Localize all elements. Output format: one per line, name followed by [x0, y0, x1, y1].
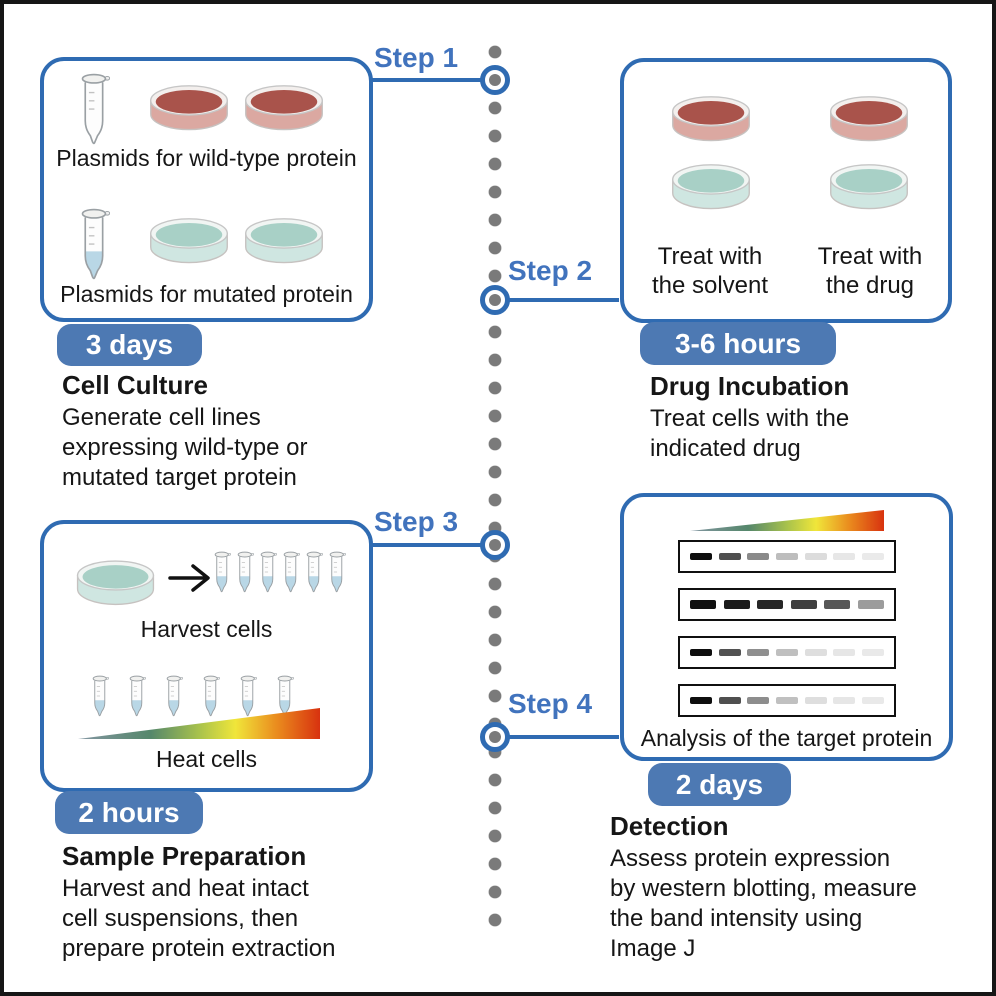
small-tube-icon [164, 665, 183, 727]
treat-drug-label: Treat with the drug [817, 243, 923, 299]
drug-incubation-title: Drug Incubation [650, 371, 850, 401]
protein-band [824, 600, 851, 609]
wild-type-plasmids-label: Plasmids for wild-type protein [56, 145, 357, 171]
analysis-label: Analysis of the target protein [640, 725, 933, 751]
heat-gradient-triangle-icon [690, 510, 884, 531]
drug-incubation-panel: Treat with the solvent Treat with the dr… [620, 58, 952, 323]
protein-band [775, 649, 798, 656]
protein-band [833, 697, 856, 704]
protein-band [804, 649, 827, 656]
detection-panel: Analysis of the target protein [620, 493, 953, 761]
protein-band [747, 649, 770, 656]
petri-dish-red-icon [243, 75, 325, 135]
sample-preparation-title: Sample Preparation [62, 841, 307, 871]
protein-band [690, 649, 712, 656]
protein-band [833, 649, 856, 656]
protein-band [747, 553, 770, 560]
petri-dish-teal-icon [670, 154, 752, 214]
small-tube-icon [258, 540, 277, 604]
protein-band [804, 553, 827, 560]
protein-band [747, 697, 770, 704]
protein-band [861, 697, 884, 704]
protein-band [857, 600, 884, 609]
detection-description: Assess protein expression by western blo… [610, 845, 917, 962]
petri-dish-red-icon [148, 75, 230, 135]
protein-band [861, 553, 884, 560]
petri-dish-teal-icon [243, 208, 325, 268]
step4-timeline-node-icon [480, 722, 510, 752]
protein-band [718, 697, 741, 704]
timeline-dotted-line [488, 38, 502, 938]
harvest-cells-label: Harvest cells [140, 616, 273, 642]
drug-incubation-duration-badge: 3-6 hours [640, 322, 836, 365]
protein-band [861, 649, 884, 656]
protein-band [775, 553, 798, 560]
small-tube-icon [304, 540, 323, 604]
step3-connector-line [371, 543, 481, 547]
microcentrifuge-tube-icon [77, 70, 110, 148]
drug-incubation-description: Treat cells with the indicated drug [650, 405, 850, 462]
detection-title: Detection [610, 811, 729, 841]
protein-band [690, 553, 712, 560]
step4-label: Step 4 [508, 688, 593, 719]
sample-preparation-duration-badge: 2 hours [55, 791, 203, 834]
arrow-right-icon [168, 562, 214, 594]
step1-label: Step 1 [374, 42, 459, 73]
mutated-plasmids-label: Plasmids for mutated protein [60, 281, 353, 307]
petri-dish-teal-icon [148, 208, 230, 268]
step4-connector-line [509, 735, 619, 739]
detection-duration-badge: 2 days [648, 763, 791, 806]
protein-band [804, 697, 827, 704]
petri-dish-red-icon [670, 86, 752, 146]
step3-label: Step 3 [374, 506, 459, 537]
sample-preparation-panel: Harvest cells Heat cells [40, 520, 373, 792]
small-tube-icon [212, 540, 231, 604]
protein-band [690, 697, 712, 704]
protein-band [718, 649, 741, 656]
protein-band [790, 600, 817, 609]
microcentrifuge-tube-icon [77, 205, 110, 283]
protein-band [718, 553, 741, 560]
petri-dish-teal-icon [828, 154, 910, 214]
treat-solvent-label: Treat with the solvent [651, 243, 769, 299]
cell-culture-panel: Plasmids for wild-type protein Plasmids … [40, 57, 373, 322]
protein-band [833, 553, 856, 560]
western-blot-strip [678, 540, 896, 573]
western-blot-strip [678, 684, 896, 717]
step2-connector-line [509, 298, 619, 302]
step2-timeline-node-icon [480, 285, 510, 315]
small-tube-icon [327, 540, 346, 604]
cell-culture-duration-badge: 3 days [57, 324, 202, 366]
small-tube-icon [127, 665, 146, 727]
heat-gradient-triangle-icon [78, 708, 320, 739]
cell-culture-description: Generate cell lines expressing wild-type… [62, 404, 308, 491]
protein-band [690, 600, 716, 609]
step3-timeline-node-icon [480, 530, 510, 560]
protein-band [757, 600, 784, 609]
step1-connector-line [371, 78, 481, 82]
small-tube-icon [235, 540, 254, 604]
step1-timeline-node-icon [480, 65, 510, 95]
petri-dish-teal-icon [74, 552, 157, 608]
cell-culture-title: Cell Culture [62, 370, 208, 400]
step2-label: Step 2 [508, 255, 593, 286]
sample-preparation-description: Harvest and heat intact cell suspensions… [62, 875, 336, 962]
western-blot-strip [678, 636, 896, 669]
western-blot-strip [678, 588, 896, 621]
petri-dish-red-icon [828, 86, 910, 146]
small-tube-icon [90, 665, 109, 727]
protein-band [775, 697, 798, 704]
small-tube-icon [281, 540, 300, 604]
protein-band [723, 600, 750, 609]
small-tube-icon [201, 665, 220, 727]
heat-cells-label: Heat cells [156, 746, 257, 772]
